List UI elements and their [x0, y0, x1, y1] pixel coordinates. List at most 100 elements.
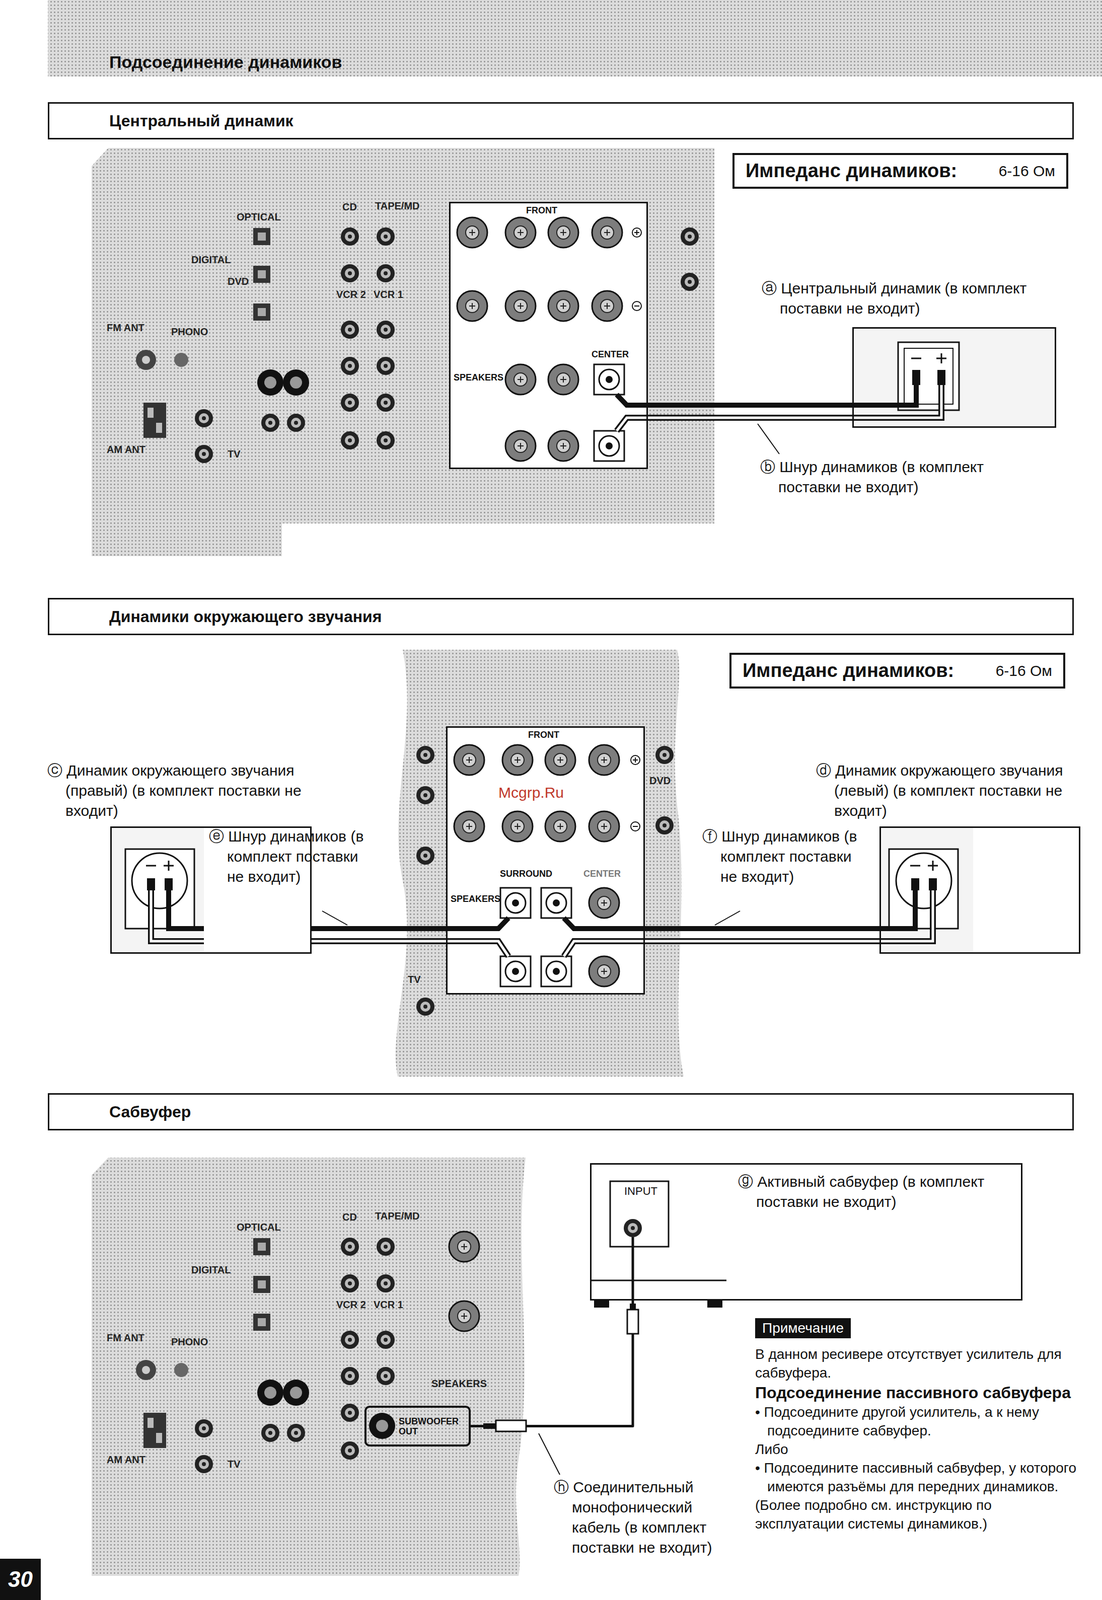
rca-plug [629, 1303, 636, 1310]
node-text: FRONT [528, 729, 560, 741]
jack-label: TAPE/MD [375, 1210, 420, 1222]
speaker-cable [644, 928, 880, 942]
leader-line [757, 423, 780, 455]
note-text: В данном ресивере отсутствует усилитель … [755, 1345, 1078, 1383]
callout-text: ⓖ Активный сабвуфер (в комплект поставки… [738, 1171, 1020, 1213]
receiver-rear-panel [376, 356, 395, 376]
title-band [47, 0, 1102, 77]
jack-label: TV [407, 974, 421, 986]
jack-label: CD [342, 201, 357, 213]
cable-callout: ⓔ Шнур динамиков (в комплект поставки не… [208, 826, 376, 888]
node-text: Примечание [762, 1319, 844, 1338]
jack-label: DVD [649, 775, 671, 787]
cable-wire [470, 1300, 633, 1427]
jack-label: TV [227, 1458, 241, 1471]
receiver-rear-panel [340, 227, 359, 246]
speaker-terminal-panel [505, 290, 536, 322]
jack-label: OPTICAL [236, 1221, 281, 1233]
callout-text: ⓒ Динамик окружающего звучания (правый) … [47, 760, 310, 822]
surround-speaker-drawing [879, 890, 933, 942]
cable-wire [311, 926, 447, 932]
speaker-terminal-panel [541, 956, 572, 987]
speaker-terminal-panel [446, 941, 509, 957]
speaker-terminal-panel [548, 430, 579, 462]
receiver-rear-panel [376, 431, 395, 450]
cable-wire-core [311, 940, 447, 943]
active-subwoofer-drawing [631, 1237, 635, 1301]
active-subwoofer-drawing [623, 1219, 642, 1238]
surround-speaker-drawing [151, 890, 204, 942]
speaker-terminal-panel [594, 430, 625, 462]
center-speaker-drawing [852, 385, 942, 418]
receiver-rear-panel [253, 303, 271, 321]
surround-speaker-drawing [896, 853, 952, 909]
receiver-rear-panel [282, 369, 310, 396]
cable-wire [647, 414, 853, 421]
active-subwoofer-drawing [590, 1280, 727, 1282]
jack-label: DIGITAL [191, 1264, 232, 1276]
section-header: Центральный динамик [47, 102, 1074, 140]
speaker-terminal-panel [446, 918, 509, 929]
node-text: SPEAKERS [450, 894, 501, 905]
receiver-rear-panel [655, 816, 674, 835]
receiver-rear-panel [680, 227, 699, 246]
subwoofer-out-jack: SUBWOOFER OUT [364, 1406, 471, 1447]
terminal-panel: FRONTSPEAKERSSURROUNDCENTER [446, 726, 645, 995]
note-subheading: Подсоединение пассивного сабвуфера [755, 1383, 1078, 1404]
speaker-terminal-panel [548, 364, 579, 395]
section-header: Динамики окружающего звучания [47, 598, 1074, 636]
receiver-rear-panel [286, 413, 306, 432]
watermark: Mcgrp.Ru [498, 784, 564, 802]
leader-line [714, 911, 741, 926]
speaker-terminal-panel [632, 301, 642, 311]
receiver-rear-panel [340, 264, 359, 283]
speaker-terminal-panel [502, 811, 533, 842]
receiver-rear-panel [91, 1157, 526, 1577]
speaker-terminal-panel [446, 726, 645, 995]
receiver-rear-panel [253, 265, 271, 283]
node-text: Импеданс динамиков: [742, 659, 954, 682]
center-speaker-drawing [852, 385, 917, 406]
center-speaker-drawing [937, 370, 946, 386]
jack-label: TV [227, 448, 241, 460]
receiver-rear-panel [156, 422, 163, 433]
receiver-rear-panel [416, 746, 435, 765]
note-bullet: • Подсоедините другой усилитель, а к нем… [755, 1403, 1078, 1441]
cable-wire-core [647, 416, 853, 420]
receiver-rear-panel [376, 264, 395, 283]
surround-speaker-drawing [110, 826, 204, 954]
jack-label: VCR 2 [336, 1299, 366, 1311]
page-number-box [0, 1559, 41, 1600]
jack-label: TAPE/MD [375, 200, 420, 212]
surround-speaker-drawing [147, 878, 156, 891]
section-header: Сабвуфер [47, 1093, 1074, 1131]
surround-speaker-drawing [879, 826, 974, 954]
cable-callout: ⓕ Шнур динамиков (в комплект поставки не… [702, 826, 869, 888]
page-number-box [0, 1559, 41, 1600]
node-text: SUBWOOFER OUT [398, 1416, 462, 1437]
speaker-terminal-panel [594, 364, 625, 395]
speaker-terminal-panel [545, 811, 576, 842]
receiver-rear-panel [340, 320, 359, 339]
receiver-rear-panel [416, 786, 435, 805]
speaker-terminal-panel [457, 290, 488, 322]
receiver-rear-panel [141, 355, 151, 364]
jack-label: OPTICAL [236, 211, 281, 223]
receiver-rear-panel [680, 272, 699, 291]
receiver-rear-panel [340, 393, 359, 412]
speaker-terminal-panel [592, 217, 623, 248]
surround-speaker-drawing [889, 849, 959, 929]
receiver-rear-panel [340, 356, 359, 376]
jack-label: VCR 1 [373, 1299, 404, 1311]
center-speaker-drawing [904, 348, 953, 405]
cable-callout: ⓗ Соединительный монофонический кабель (… [553, 1477, 730, 1559]
page-number: 30 [0, 1559, 41, 1600]
speaker-terminal-panel [505, 430, 536, 462]
jack-label: PHONO [171, 326, 208, 338]
receiver-rear-panel [257, 369, 284, 396]
note-heading: Примечание [755, 1318, 851, 1339]
active-subwoofer-drawing [590, 1163, 727, 1308]
callout-text: ⓓ Динамик окружающего звучания (левый) (… [816, 760, 1078, 822]
center-speaker-drawing [852, 385, 942, 418]
